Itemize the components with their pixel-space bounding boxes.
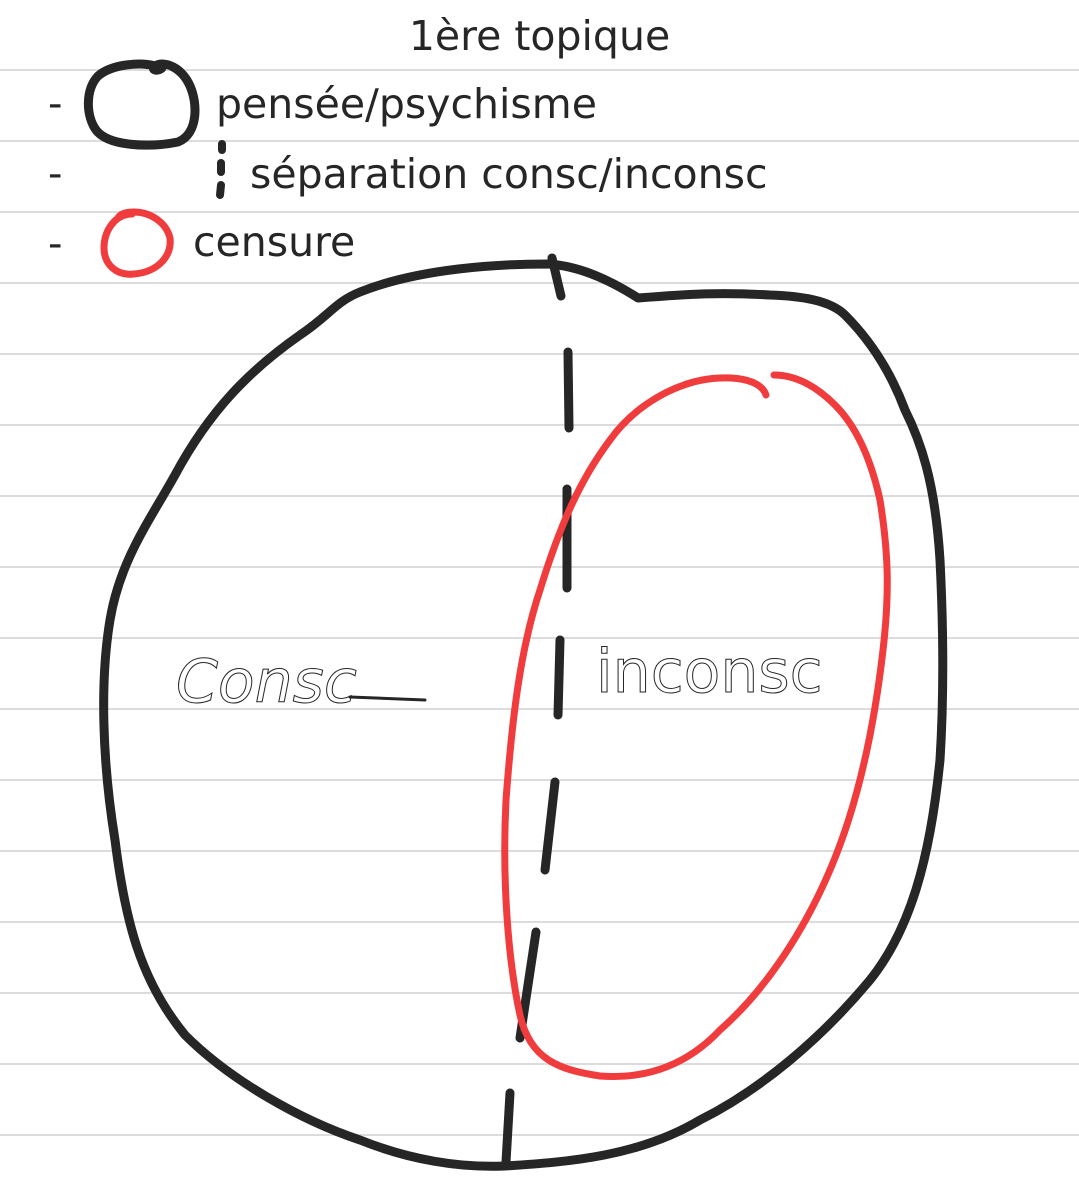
dashed-line-symbol [216,140,226,199]
censure-ellipse [501,371,891,1081]
black-circle-symbol [83,59,200,150]
region-label-conscious: Consc [176,647,357,717]
conscious-label-underline [348,695,427,702]
region-label-unconscious: inconsc [596,637,823,707]
legend-dash-3: - [48,221,63,267]
legend-dash-1: - [48,81,63,127]
legend-label-psyche: pensée/psychisme [216,80,597,128]
page-title: 1ère topique [408,12,671,60]
legend-label-separation: séparation consc/inconsc [250,150,768,198]
legend-label-censure: censure [193,218,356,266]
legend-dash-2: - [48,151,63,197]
psyche-circle [99,259,948,1171]
separation-line [501,253,574,1167]
red-circle-symbol [100,208,174,278]
